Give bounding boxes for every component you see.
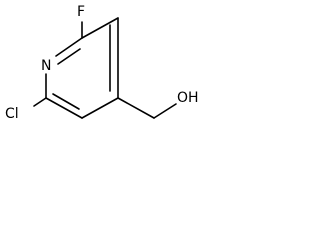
chlorine-label: Cl	[5, 106, 19, 122]
fluorine-label: F	[77, 4, 85, 20]
bond-c4-ch2	[117, 97, 155, 119]
bond-c5-c6-inner	[52, 93, 80, 110]
bond-c2-c3	[81, 17, 119, 39]
nitrogen-label: N	[41, 58, 51, 74]
bond-c6-cl	[33, 97, 47, 107]
bond-c4-c5	[81, 97, 119, 119]
molecule-drawing: F N Cl OH	[5, 4, 199, 122]
hydroxyl-label: OH	[177, 90, 199, 106]
bond-n-c2-inner	[57, 48, 81, 65]
bond-ch2-o	[153, 103, 177, 119]
structure-canvas: F N Cl OH	[0, 0, 206, 138]
bond-n-c2	[55, 37, 83, 57]
bond-c5-c6	[45, 97, 83, 119]
